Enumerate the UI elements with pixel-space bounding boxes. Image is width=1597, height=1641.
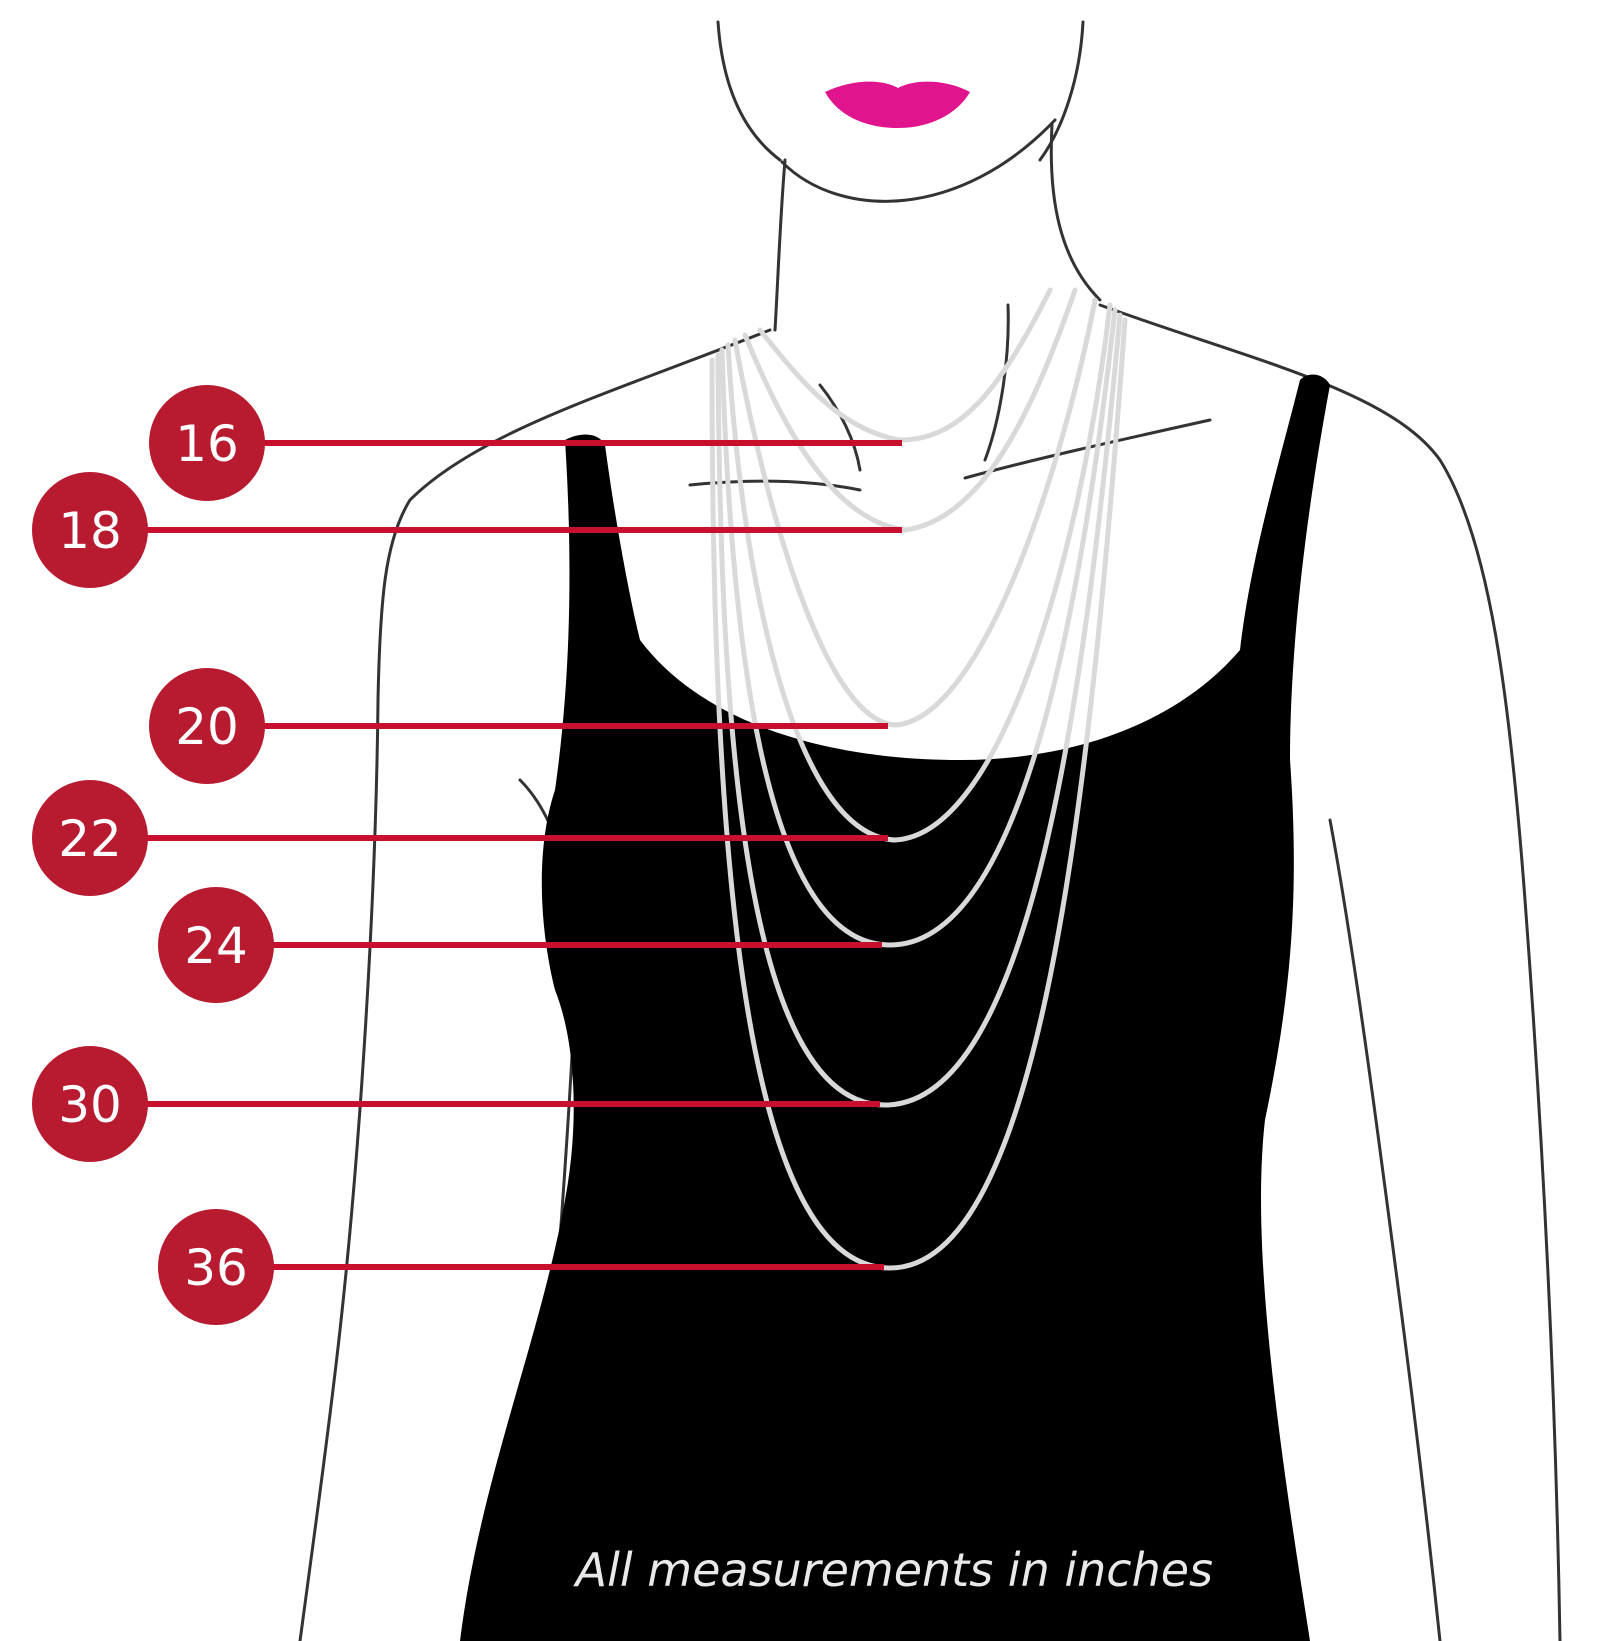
chin [782, 120, 1055, 201]
marker-label: 18 [58, 502, 122, 560]
marker-label: 22 [58, 810, 122, 868]
marker-label: 36 [184, 1239, 248, 1297]
neck-left [775, 160, 785, 330]
tank-top [460, 375, 1330, 1641]
marker-label: 24 [184, 917, 248, 975]
marker-label: 16 [175, 415, 239, 473]
neck-right [1051, 125, 1100, 300]
chain-16 [760, 290, 1050, 440]
length-marker-18: 18 [32, 472, 902, 588]
marker-label: 30 [58, 1076, 122, 1134]
lips [825, 82, 970, 128]
face-left-contour [718, 22, 780, 160]
arm-inner-right [1330, 820, 1440, 1641]
length-marker-16: 16 [149, 385, 902, 501]
chain-18 [745, 290, 1075, 530]
throat-line-2 [820, 385, 860, 470]
face-right-contour [1040, 22, 1083, 160]
caption: All measurements in inches [573, 1543, 1213, 1597]
marker-label: 20 [175, 698, 239, 756]
